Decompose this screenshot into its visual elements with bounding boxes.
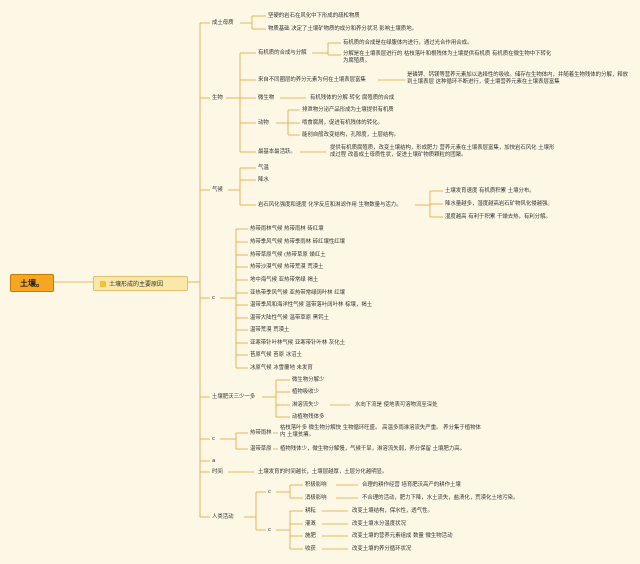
soil-item[interactable]: 热带沙漠气候 热带荒漠 荒漠土 bbox=[250, 264, 324, 270]
clim-rate-item[interactable]: 降水量越多，湿度越高岩石矿物风化侵越强。 bbox=[445, 201, 553, 207]
soil-item[interactable]: 温带季风和海洋性气候 温带落叶阔叶林 棕壤，褐土 bbox=[250, 302, 373, 308]
bio-cycle-text[interactable]: 是磷钾、钙镁等营养元素加以选择性的吸收。储存在生物体内，并随着生物残体的分解，释… bbox=[407, 72, 629, 85]
bio-plant-item[interactable]: 有机质的合成是在绿腹体内进行，通过光合作用合成。 bbox=[343, 40, 473, 46]
branch-biology[interactable]: 生物 bbox=[212, 95, 223, 101]
parent-item[interactable]: 坚硬的岩石在风化中下形成的疏松物质 bbox=[268, 13, 360, 19]
clim-rain[interactable]: 降水 bbox=[258, 177, 269, 183]
bio-animal-item[interactable]: 排泄物分泌产品形成为土壤提供有机质 bbox=[302, 107, 394, 113]
branch-climate[interactable]: 气候 bbox=[212, 187, 223, 193]
human-act-label[interactable]: 收获 bbox=[305, 546, 316, 552]
branch-human[interactable]: 人类活动 bbox=[212, 514, 234, 520]
soil-item[interactable]: 苔原气候 苔原 冰沼土 bbox=[250, 352, 302, 358]
human-act-text[interactable]: 改变土壤的养分循环状况 bbox=[352, 546, 412, 552]
clim-temp[interactable]: 气温 bbox=[258, 165, 269, 171]
grassland-text[interactable]: 植物残体少，微生物分解慢，气候干旱，淋溶流失弱，养分保留 土壤肥力高。 bbox=[280, 446, 465, 452]
time-text[interactable]: 土壤发育的时间越长，土壤层越厚，土层分化越明显。 bbox=[258, 469, 388, 475]
forest-text[interactable]: 枯枝落叶多 微生物分解快 生物循环旺盛。 高温多雨淋溶流失严重。 养分集于植物体… bbox=[280, 425, 481, 438]
human-act-label[interactable]: 耕耘 bbox=[305, 508, 316, 514]
bio-plant-item[interactable]: 分解是在土壤表层进行的 枯枝落叶和根残体为土壤提供有机质 有机质在微生物中下转化… bbox=[343, 51, 552, 64]
branch-parent-material[interactable]: 成土母质 bbox=[212, 20, 234, 26]
soil-item[interactable]: 温带大陆性气候 温带草原 黑钙土 bbox=[250, 315, 329, 321]
fert-item[interactable]: 淋溶流失少 bbox=[292, 402, 319, 408]
human-c1[interactable]: c bbox=[268, 489, 271, 495]
branch-a[interactable]: a bbox=[212, 458, 216, 464]
branch-c2[interactable]: c bbox=[212, 436, 215, 442]
bio-microbe-text[interactable]: 有机残体的分解 转化 腐殖质的合成 bbox=[310, 95, 395, 101]
branch-time[interactable]: 时间 bbox=[212, 469, 223, 475]
soil-item[interactable]: 热带草原气候 (热带草原 燥红土 bbox=[250, 252, 326, 258]
forest-label[interactable]: 热带雨林 bbox=[250, 430, 272, 436]
soil-item[interactable]: 热带季风气候 热带季雨林 砖红壤性红壤 bbox=[250, 239, 346, 245]
bio-animal-item[interactable]: 啃食腐屑，促进有机残体的转化。 bbox=[302, 120, 383, 126]
bio-active-label[interactable]: 最基本最活跃。 bbox=[258, 149, 296, 155]
clim-rate-item[interactable]: 湿度越高 有利于积累 干燥去热，有利分解。 bbox=[445, 214, 551, 220]
human-act-label[interactable]: 施肥 bbox=[305, 533, 316, 539]
human-neg-label[interactable]: 消极影响 bbox=[305, 495, 327, 501]
human-act-label[interactable]: 灌溉 bbox=[305, 521, 316, 527]
human-pos-label[interactable]: 积极影响 bbox=[305, 482, 327, 488]
branch-fertility[interactable]: 土壤肥沃三少一多 bbox=[212, 394, 256, 400]
human-c2[interactable]: c bbox=[268, 527, 271, 533]
fert-leach-note[interactable]: 水向下流是 使地表可溶物流至深处 bbox=[355, 402, 438, 408]
human-act-text[interactable]: 改变土壤结构，保水性，透气性。 bbox=[352, 508, 433, 514]
soil-item[interactable]: 热带雨林气候 热带雨林 砖红壤 bbox=[250, 226, 324, 232]
root-topic[interactable]: 土壤。 bbox=[10, 274, 54, 292]
branch-c[interactable]: c bbox=[212, 295, 215, 301]
fert-item[interactable]: 动植物残体多 bbox=[292, 414, 325, 420]
fert-item[interactable]: 微生物分解少 bbox=[292, 377, 325, 383]
bio-active-text[interactable]: 提供有机质腐殖质，改变土壤结构，形成肥力 营养元素在土壤表层富集，加快岩石风化 … bbox=[330, 145, 555, 158]
fert-item[interactable]: 植物吸收少 bbox=[292, 389, 319, 395]
parent-item[interactable]: 物质基础 决定了土壤矿物质的成分和养分状况 影响土壤质地。 bbox=[268, 26, 417, 32]
soil-item[interactable]: 地中海气候 亚热带常绿 褐土 bbox=[250, 277, 319, 283]
main-topic[interactable]: 土壤形成的主要原因 bbox=[93, 276, 188, 291]
bio-plant[interactable]: 有机质的合成与分解 bbox=[258, 50, 307, 56]
main-topic-label: 土壤形成的主要原因 bbox=[109, 281, 164, 288]
human-act-text[interactable]: 改变土壤水分温度状况 bbox=[352, 521, 406, 527]
bio-animal[interactable]: 动物 bbox=[258, 120, 269, 126]
bio-microbe[interactable]: 微生物 bbox=[258, 95, 275, 101]
human-act-text[interactable]: 改变土壤的营养元素组成 数量 微生物活动 bbox=[352, 533, 453, 539]
note-icon bbox=[100, 280, 106, 287]
bio-cycle-label[interactable]: 来自不同圈层的养分元素为何在土壤表层富集 bbox=[258, 77, 366, 83]
soil-item[interactable]: 温带荒漠 荒漠土 bbox=[250, 327, 290, 333]
soil-item[interactable]: 冰原气候 冰雪覆地 未发育 bbox=[250, 365, 313, 371]
clim-rate-item[interactable]: 土壤发育速度 有机质积累 土壤分布。 bbox=[445, 188, 535, 194]
grassland-label[interactable]: 温带草原 bbox=[250, 446, 272, 452]
clim-rate-label[interactable]: 岩石风化强度和速度 化学反应和淋滤作用 生物数量与活力。 bbox=[258, 202, 402, 208]
bio-animal-item[interactable]: 能创自般改变结构，孔隙度，土层结构。 bbox=[302, 132, 400, 138]
human-neg-text[interactable]: 不合理的活动，肥力下降，水土流失，盐渍化，荒漠化土地污染。 bbox=[362, 495, 519, 501]
soil-item[interactable]: 亚热带季风气候 亚热带常绿阔叶林 红壤 bbox=[250, 290, 346, 296]
human-pos-text[interactable]: 合理的耕作经营 培育肥沃高产的耕作土壤 bbox=[362, 482, 461, 488]
soil-item[interactable]: 亚寒带针叶林气候 亚寒带针叶林 灰化土 bbox=[250, 340, 346, 346]
